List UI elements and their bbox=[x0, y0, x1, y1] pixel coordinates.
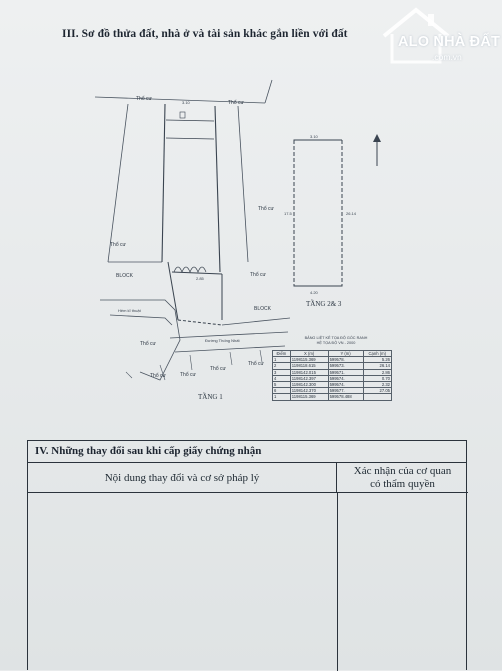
dim-top: 3.10 bbox=[182, 100, 191, 105]
changes-table: IV. Những thay đổi sau khi cấp giấy chứn… bbox=[27, 440, 468, 671]
watermark-brand: ALO NHÀ ĐẤT bbox=[398, 34, 501, 50]
coord-header-edge: Cạnh (m) bbox=[362, 349, 393, 358]
dim-floor-side-b: 17.5 bbox=[284, 211, 293, 216]
coord-cell: 599578.488 bbox=[327, 393, 364, 401]
watermark-domain: .com.vn bbox=[432, 52, 462, 62]
coord-cell: 1198115.369 bbox=[289, 393, 329, 401]
coord-cell: 27.05 bbox=[362, 387, 393, 395]
label-block-right: BLOCK bbox=[254, 306, 272, 312]
coord-cell: 2.86 bbox=[362, 368, 393, 376]
label-tho-cu-left: Thổ cư bbox=[110, 241, 127, 248]
column-divider bbox=[337, 493, 338, 671]
floor-2-3-label: TẦNG 2& 3 bbox=[306, 300, 342, 308]
coord-cell: 1 bbox=[272, 393, 291, 401]
floor-1-label: TẦNG 1 bbox=[198, 393, 223, 401]
authority-line-2: có thẩm quyền bbox=[370, 477, 435, 490]
dim-floor-bottom: 4.20 bbox=[310, 290, 319, 295]
label-tho-cu-right: Thổ cư bbox=[258, 205, 275, 212]
house-logo-icon bbox=[382, 7, 450, 64]
coordinate-table: BẢNG LIỆT KÊ TỌA ĐỘ GÓC RANH HỆ TỌA ĐỘ V… bbox=[272, 336, 393, 401]
label-tho-cu-road: Thổ cư bbox=[140, 340, 157, 347]
section-4-title: IV. Những thay đổi sau khi cấp giấy chứn… bbox=[28, 441, 466, 463]
coord-caption-2: HỆ TỌA ĐỘ VN - 2000 bbox=[316, 341, 356, 345]
authority-confirmation-header: Xác nhận của cơ quan có thẩm quyền bbox=[337, 463, 468, 493]
label-hem: Hẻm kĩ thuật bbox=[118, 308, 142, 313]
label-tho-cu-bottom-3: Thổ cư bbox=[248, 360, 265, 367]
coord-cell: 5.26 bbox=[362, 356, 393, 364]
coord-header-row: Điểm X (m) Y (m) Cạnh (m) bbox=[272, 349, 393, 358]
coord-cell bbox=[362, 393, 393, 401]
land-plot-diagram: Thổ cư Thổ cư Thổ cư Thổ cư Thổ cư Thổ c… bbox=[94, 79, 381, 401]
label-tho-cu-mid-right: Thổ cư bbox=[250, 271, 267, 278]
label-road: Đường Thống Nhất bbox=[205, 338, 240, 343]
section-3-title: III. Sơ đồ thửa đất, nhà ở và tài sản kh… bbox=[62, 28, 348, 40]
label-tho-cu-bottom-left: Thổ cư bbox=[150, 372, 167, 379]
label-tho-cu-top: Thổ cư bbox=[136, 95, 153, 102]
coord-cell: 26.14 bbox=[362, 362, 393, 370]
label-tho-cu-bottom-2: Thổ cư bbox=[210, 365, 227, 372]
coord-cell: 2.32 bbox=[362, 380, 393, 389]
label-block-left: BLOCK bbox=[116, 273, 134, 279]
dim-floor-top: 3.10 bbox=[310, 134, 319, 139]
changes-content-header: Nội dung thay đổi và cơ sở pháp lý bbox=[28, 463, 337, 493]
authority-line-1: Xác nhận của cơ quan bbox=[353, 465, 452, 477]
dim-inner: 2.85 bbox=[196, 276, 205, 281]
dim-floor-side: 26.14 bbox=[346, 211, 357, 216]
coord-caption-1: BẢNG LIỆT KÊ TỌA ĐỘ GÓC RANH bbox=[304, 336, 368, 340]
label-tho-cu-bottom-1: Thổ cư bbox=[180, 371, 197, 378]
coord-cell: 0.70 bbox=[362, 374, 393, 383]
label-tho-cu-top-right: Thổ cư bbox=[228, 99, 245, 106]
